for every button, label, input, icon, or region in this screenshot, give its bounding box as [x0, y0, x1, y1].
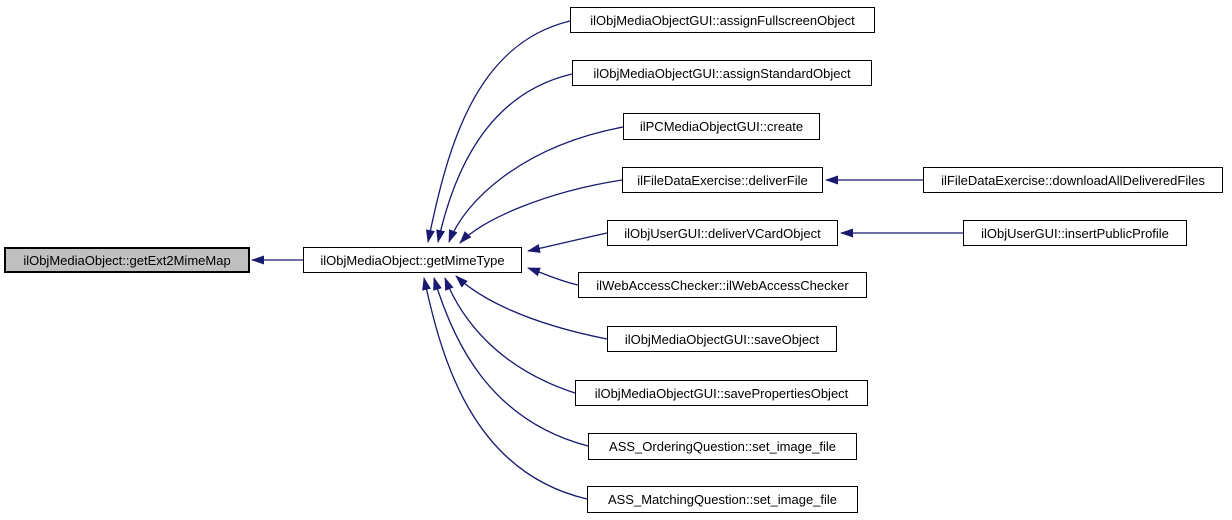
graph-node-label: ilObjMediaObject::getMimeType — [320, 252, 505, 268]
graph-node-ilWebAccessChecker[interactable]: ilWebAccessChecker::ilWebAccessChecker — [578, 272, 867, 298]
graph-node-getMimeType[interactable]: ilObjMediaObject::getMimeType — [303, 247, 522, 273]
graph-node-getExt2MimeMap: ilObjMediaObject::getExt2MimeMap — [4, 247, 250, 273]
graph-node-downloadAllDeliveredFiles[interactable]: ilFileDataExercise::downloadAllDelivered… — [923, 167, 1223, 193]
edge-assignFullscreenObject-to-getMimeType — [426, 20, 571, 243]
graph-node-assignFullscreenObject[interactable]: ilObjMediaObjectGUI::assignFullscreenObj… — [570, 7, 875, 33]
graph-node-label: ilFileDataExercise::deliverFile — [637, 172, 808, 188]
graph-node-label: ilObjMediaObjectGUI::saveObject — [624, 331, 820, 347]
graph-node-label: ASS_OrderingQuestion::set_image_file — [609, 439, 836, 454]
edge-savePropertiesObject-to-getMimeType — [444, 277, 576, 394]
graph-node-setImageFileOrdering[interactable]: ASS_OrderingQuestion::set_image_file — [588, 433, 857, 460]
graph-node-label: ilPCMediaObjectGUI::create — [639, 119, 804, 134]
edge-deliverFile-to-getMimeType — [459, 179, 623, 244]
graph-node-assignStandardObject[interactable]: ilObjMediaObjectGUI::assignStandardObjec… — [572, 60, 872, 86]
graph-node-label: ilObjMediaObjectGUI::assignFullscreenObj… — [590, 12, 855, 28]
edge-assignStandardObject-to-getMimeType — [436, 73, 573, 243]
graph-node-create[interactable]: ilPCMediaObjectGUI::create — [623, 113, 820, 140]
graph-node-label: ilFileDataExercise::downloadAllDelivered… — [941, 172, 1205, 188]
graph-node-savePropertiesObject[interactable]: ilObjMediaObjectGUI::savePropertiesObjec… — [575, 380, 868, 406]
graph-node-label: ilObjMediaObjectGUI::savePropertiesObjec… — [594, 385, 849, 401]
edge-create-to-getMimeType — [448, 126, 624, 243]
graph-node-deliverVCardObject[interactable]: ilObjUserGUI::deliverVCardObject — [607, 220, 838, 246]
graph-node-saveObject[interactable]: ilObjMediaObjectGUI::saveObject — [607, 326, 837, 352]
graph-node-label: ilObjUserGUI::deliverVCardObject — [624, 225, 821, 241]
edge-setImageFileOrdering-to-getMimeType — [433, 277, 589, 447]
edge-saveObject-to-getMimeType — [455, 275, 608, 340]
graph-node-label: ASS_MatchingQuestion::set_image_file — [607, 492, 838, 507]
graph-node-deliverFile[interactable]: ilFileDataExercise::deliverFile — [622, 167, 823, 193]
graph-node-label: ilObjMediaObject::getExt2MimeMap — [23, 252, 231, 268]
graph-node-insertPublicProfile[interactable]: ilObjUserGUI::insertPublicProfile — [963, 220, 1187, 246]
edge-ilWebAccessChecker-to-getMimeType — [527, 267, 579, 286]
graph-node-label: ilObjMediaObjectGUI::assignStandardObjec… — [593, 65, 851, 81]
edge-setImageFileMatching-to-getMimeType — [422, 277, 588, 500]
graph-node-label: ilWebAccessChecker::ilWebAccessChecker — [596, 277, 849, 293]
edge-deliverVCardObject-to-getMimeType — [527, 232, 608, 253]
graph-node-label: ilObjUserGUI::insertPublicProfile — [981, 225, 1169, 241]
graph-node-setImageFileMatching[interactable]: ASS_MatchingQuestion::set_image_file — [587, 486, 858, 513]
